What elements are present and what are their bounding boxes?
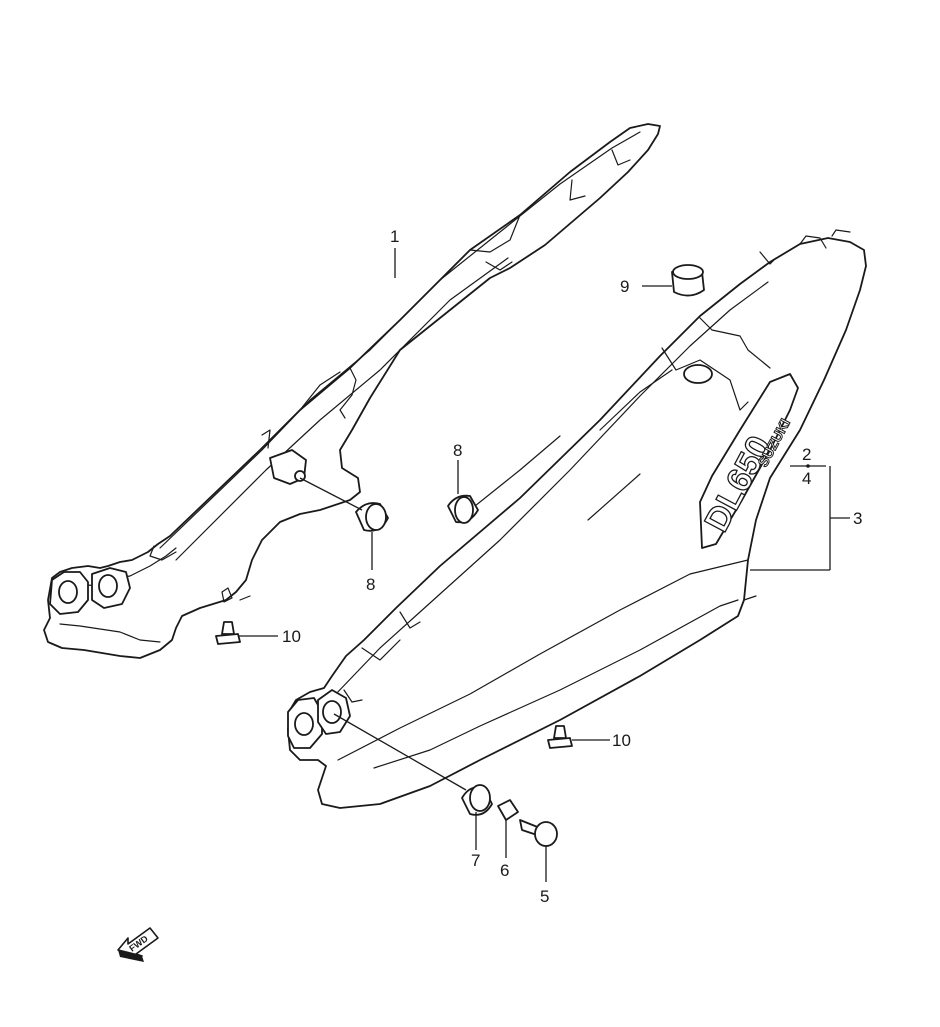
fastener-10-right [547, 725, 573, 749]
fwd-arrow-icon: FWD [117, 927, 159, 962]
callout-2: 2 [802, 445, 811, 464]
callout-8-left: 8 [366, 575, 375, 594]
frame-cover-part [43, 123, 661, 659]
callout-dot [806, 464, 810, 468]
collar-6 [497, 799, 519, 821]
leader-lines [238, 248, 850, 882]
callout-4: 4 [802, 469, 811, 488]
callout-5: 5 [540, 887, 549, 906]
grommet-8-center [447, 494, 479, 524]
callout-7: 7 [471, 851, 480, 870]
callout-6: 6 [500, 861, 509, 880]
callout-1: 1 [390, 227, 399, 246]
callout-10-right: 10 [612, 731, 631, 750]
callout-8-center: 8 [453, 441, 462, 460]
callout-9: 9 [620, 277, 629, 296]
bolt-5 [519, 819, 558, 847]
fastener-10-left [215, 621, 241, 645]
cushion-7 [461, 784, 493, 816]
grommet-8-left [355, 502, 389, 532]
grommet-9 [671, 264, 705, 297]
callout-10-left: 10 [282, 627, 301, 646]
callout-3: 3 [853, 509, 862, 528]
callouts: 1 2 3 4 5 6 7 8 8 9 10 10 [282, 227, 862, 906]
